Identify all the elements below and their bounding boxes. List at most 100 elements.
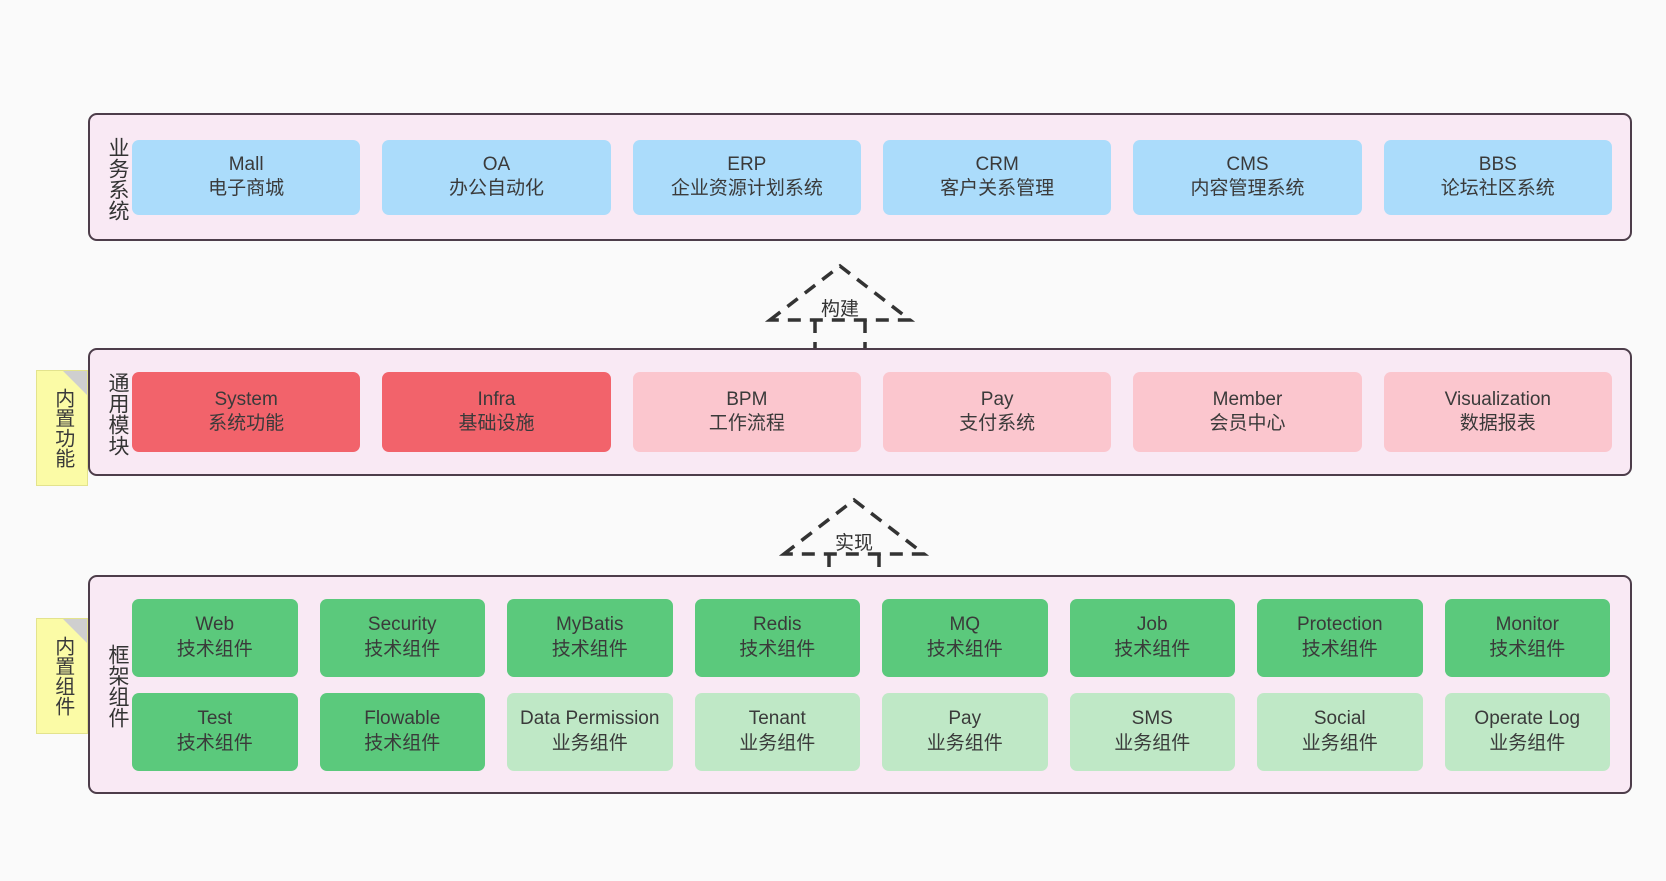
card-title: Operate Log xyxy=(1474,708,1581,730)
note-label: 内置组件 xyxy=(51,636,74,716)
card-row: Test 技术组件 Flowable 技术组件 Data Permission … xyxy=(132,692,1610,771)
card-subtitle: 业务组件 xyxy=(1301,732,1378,754)
card-subtitle: 业务组件 xyxy=(1489,732,1566,754)
card-pay[interactable]: Pay 支付系统 xyxy=(882,372,1112,452)
card-subtitle: 系统功能 xyxy=(208,413,285,434)
card-subtitle: 技术组件 xyxy=(364,732,441,754)
layer-common-module: 通用模块 System 系统功能 Infra 基础设施 BPM 工作流程 Pay… xyxy=(88,348,1632,476)
card-subtitle: 技术组件 xyxy=(926,638,1003,660)
card-title: Tenant xyxy=(748,708,806,730)
card-title: MQ xyxy=(949,614,981,636)
card-subtitle: 业务组件 xyxy=(551,732,628,754)
card-subtitle: 业务组件 xyxy=(1114,732,1191,754)
card-subtitle: 技术组件 xyxy=(551,638,628,660)
dashed-generalization-arrow-icon xyxy=(764,263,916,358)
card-bbs[interactable]: BBS 论坛社区系统 xyxy=(1383,139,1612,215)
card-redis[interactable]: Redis 技术组件 xyxy=(694,598,860,677)
card-monitor[interactable]: Monitor 技术组件 xyxy=(1444,598,1610,677)
card-title: OA xyxy=(482,153,511,175)
note-fold-corner-icon xyxy=(63,619,87,643)
layer-framework-component: 框架组件 Web 技术组件 Security 技术组件 MyBatis 技术组件… xyxy=(88,575,1632,794)
card-subtitle: 客户关系管理 xyxy=(940,178,1055,199)
card-title: SMS xyxy=(1131,708,1173,730)
layer-title-business-system: 业务系统 xyxy=(106,136,129,221)
card-subtitle: 办公自动化 xyxy=(448,178,544,199)
card-subtitle: 技术组件 xyxy=(1114,638,1191,660)
card-crm[interactable]: CRM 客户关系管理 xyxy=(882,139,1112,215)
card-test[interactable]: Test 技术组件 xyxy=(132,692,298,771)
card-title: BBS xyxy=(1478,153,1517,175)
card-cms[interactable]: CMS 内容管理系统 xyxy=(1133,139,1362,215)
card-subtitle: 技术组件 xyxy=(739,638,816,660)
card-title: Redis xyxy=(752,614,802,636)
card-row: System 系统功能 Infra 基础设施 BPM 工作流程 Pay 支付系统… xyxy=(132,372,1612,452)
card-title: Flowable xyxy=(364,708,441,730)
layer-body-framework-component: Web 技术组件 Security 技术组件 MyBatis 技术组件 Redi… xyxy=(128,577,1630,792)
card-title: Security xyxy=(367,614,437,636)
card-subtitle: 工作流程 xyxy=(708,413,785,434)
card-subtitle: 会员中心 xyxy=(1209,413,1286,434)
card-title: Protection xyxy=(1296,614,1383,636)
note-built-in-function: 内置功能 xyxy=(36,370,88,486)
card-visualization[interactable]: Visualization 数据报表 xyxy=(1383,372,1612,452)
card-subtitle: 支付系统 xyxy=(959,413,1036,434)
card-bpm[interactable]: BPM 工作流程 xyxy=(632,372,861,452)
layer-body-common-module: System 系统功能 Infra 基础设施 BPM 工作流程 Pay 支付系统… xyxy=(128,350,1630,474)
layer-body-business-system: Mall 电子商城 OA 办公自动化 ERP 企业资源计划系统 CRM 客户关系… xyxy=(128,115,1630,239)
card-system[interactable]: System 系统功能 xyxy=(132,372,361,452)
card-sms[interactable]: SMS 业务组件 xyxy=(1069,692,1235,771)
card-title: Monitor xyxy=(1495,614,1559,636)
card-web[interactable]: Web 技术组件 xyxy=(132,598,298,677)
card-security[interactable]: Security 技术组件 xyxy=(319,598,485,677)
card-subtitle: 基础设施 xyxy=(458,413,535,434)
note-fold-corner-icon xyxy=(63,371,87,395)
card-title: Member xyxy=(1212,388,1283,410)
card-mall[interactable]: Mall 电子商城 xyxy=(132,139,361,215)
card-pay-business[interactable]: Pay 业务组件 xyxy=(882,692,1048,771)
card-data-permission[interactable]: Data Permission 业务组件 xyxy=(507,692,673,771)
card-subtitle: 内容管理系统 xyxy=(1190,178,1305,199)
card-subtitle: 电子商城 xyxy=(208,178,285,199)
card-title: Pay xyxy=(948,708,982,730)
card-flowable[interactable]: Flowable 技术组件 xyxy=(319,692,485,771)
card-social[interactable]: Social 业务组件 xyxy=(1257,692,1423,771)
card-title: Pay xyxy=(980,388,1014,410)
card-oa[interactable]: OA 办公自动化 xyxy=(382,139,611,215)
card-job[interactable]: Job 技术组件 xyxy=(1069,598,1235,677)
card-title: ERP xyxy=(727,153,767,175)
card-title: BPM xyxy=(726,388,768,410)
card-title: CMS xyxy=(1226,153,1269,175)
card-subtitle: 技术组件 xyxy=(1301,638,1378,660)
card-infra[interactable]: Infra 基础设施 xyxy=(382,372,611,452)
card-subtitle: 数据报表 xyxy=(1459,413,1536,434)
card-title: Visualization xyxy=(1444,388,1551,410)
card-title: Test xyxy=(197,708,233,730)
card-title: Web xyxy=(195,614,235,636)
card-title: MyBatis xyxy=(555,614,624,636)
note-built-in-component: 内置组件 xyxy=(36,618,88,734)
card-operate-log[interactable]: Operate Log 业务组件 xyxy=(1444,692,1610,771)
layer-title-framework-component: 框架组件 xyxy=(106,644,129,728)
note-label: 内置功能 xyxy=(51,388,74,468)
card-mq[interactable]: MQ 技术组件 xyxy=(882,598,1048,677)
card-subtitle: 论坛社区系统 xyxy=(1440,178,1555,199)
card-title: Infra xyxy=(477,388,516,410)
card-title: Social xyxy=(1313,708,1366,730)
card-row: Web 技术组件 Security 技术组件 MyBatis 技术组件 Redi… xyxy=(132,598,1610,677)
layer-business-system: 业务系统 Mall 电子商城 OA 办公自动化 ERP 企业资源计划系统 CRM… xyxy=(88,113,1632,241)
card-subtitle: 业务组件 xyxy=(739,732,816,754)
card-member[interactable]: Member 会员中心 xyxy=(1133,372,1362,452)
card-mybatis[interactable]: MyBatis 技术组件 xyxy=(507,598,673,677)
card-protection[interactable]: Protection 技术组件 xyxy=(1257,598,1423,677)
card-row: Mall 电子商城 OA 办公自动化 ERP 企业资源计划系统 CRM 客户关系… xyxy=(132,139,1612,215)
card-title: System xyxy=(214,388,278,410)
card-subtitle: 企业资源计划系统 xyxy=(670,178,823,199)
card-title: Data Permission xyxy=(520,708,660,730)
layer-title-common-module: 通用模块 xyxy=(106,371,129,456)
card-title: Mall xyxy=(228,153,264,175)
card-title: Job xyxy=(1136,614,1168,636)
card-erp[interactable]: ERP 企业资源计划系统 xyxy=(632,139,861,215)
card-subtitle: 技术组件 xyxy=(364,638,441,660)
card-subtitle: 技术组件 xyxy=(1489,638,1566,660)
card-tenant[interactable]: Tenant 业务组件 xyxy=(694,692,860,771)
